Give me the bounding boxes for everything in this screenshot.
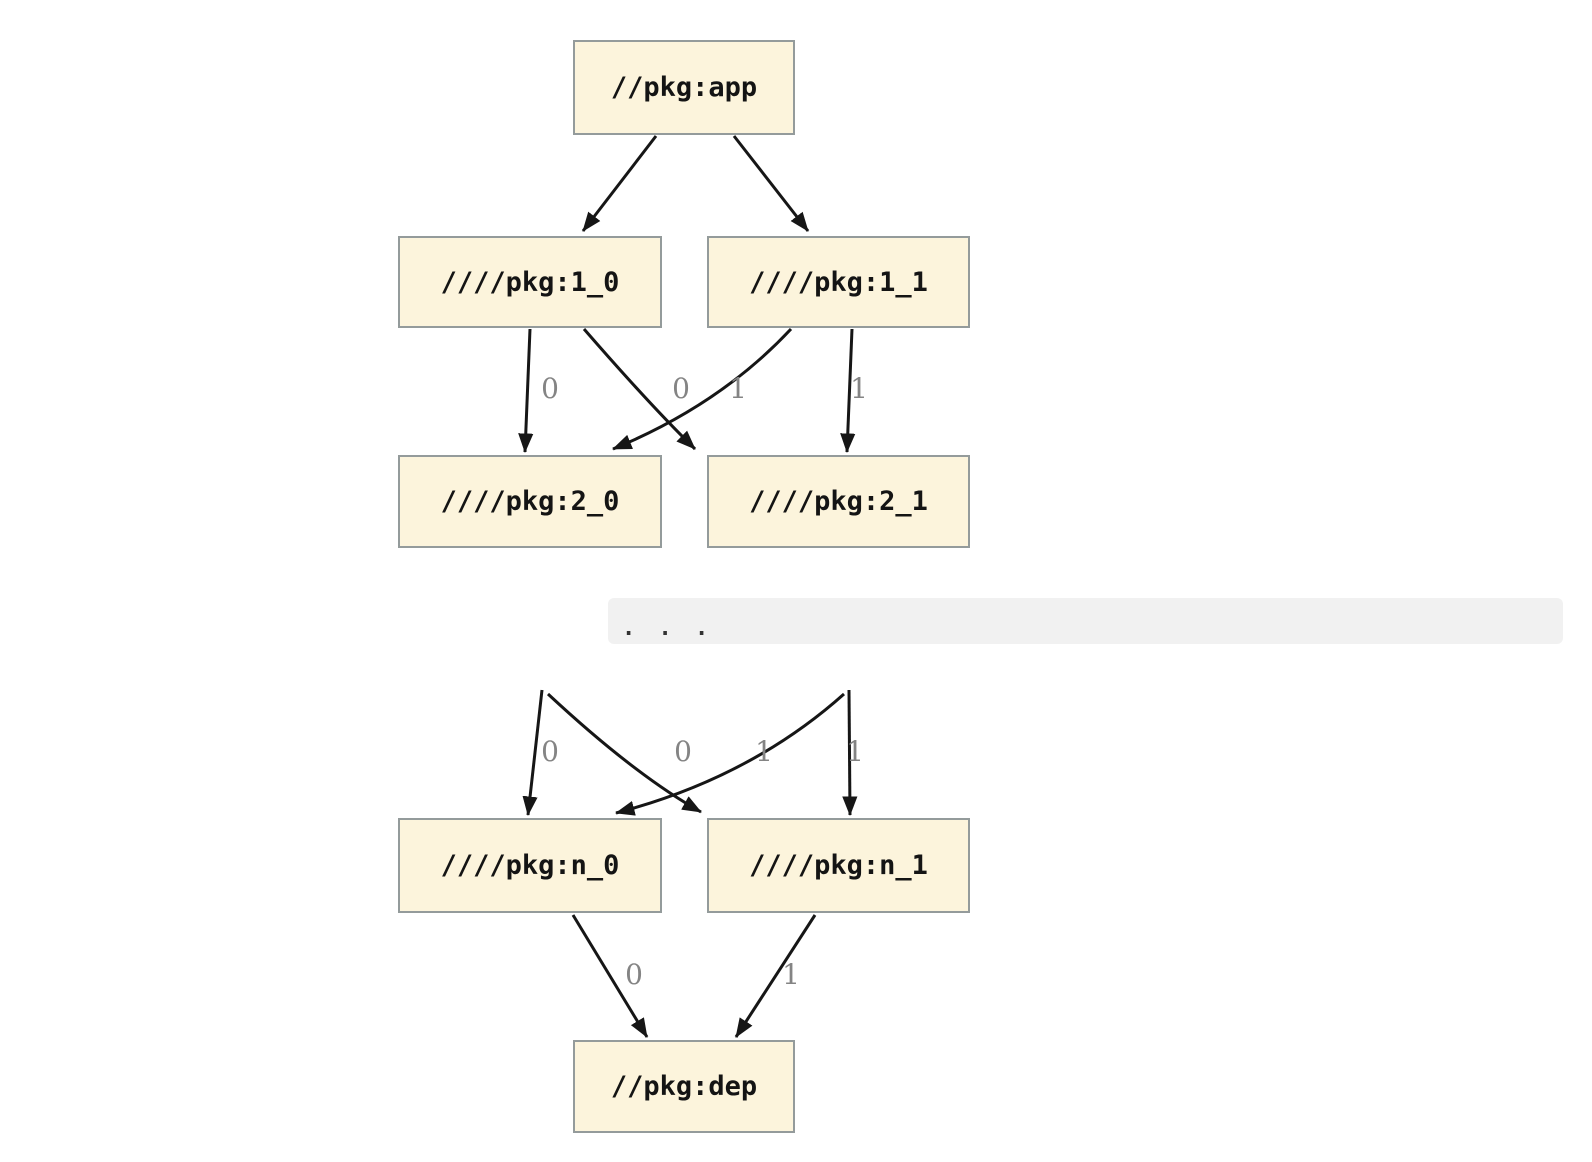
edge-label-prev_1-n_1: 1 — [846, 735, 864, 768]
node-pkg-app: //pkg:app — [573, 40, 795, 135]
edge-label-prev_1-n_0: 1 — [755, 735, 773, 768]
edge-1_1-to-2_0 — [612, 327, 793, 451]
edge-label-prev_0-n_1: 0 — [674, 735, 692, 768]
edge-label-1_0-2_1: 0 — [672, 372, 690, 405]
edge-label-prev_0-n_0: 0 — [541, 735, 559, 768]
node-pkg-2_1: ////pkg:2_1 — [707, 455, 970, 548]
node-pkg-n_1: ////pkg:n_1 — [707, 818, 970, 913]
node-pkg-1_1: ////pkg:1_1 — [707, 236, 970, 328]
edge-app-to-1_0 — [581, 135, 658, 232]
edge-n_0-to-dep — [571, 914, 649, 1038]
edge-label-1_1-2_1: 1 — [850, 372, 868, 405]
edge-n_1-to-dep — [734, 914, 817, 1038]
edge-prev_0-to-n_1 — [546, 692, 702, 814]
edge-prev_1-to-n_0 — [615, 692, 845, 816]
edge-label-n_0-dep: 0 — [625, 958, 643, 991]
ellipsis-text: . . . — [622, 616, 714, 641]
edge-label-1_0-2_0: 0 — [541, 372, 559, 405]
edge-prev_1-to-n_1 — [842, 689, 858, 816]
ellipsis-band: . . . — [608, 598, 1563, 644]
edge-1_0-to-2_0 — [518, 328, 534, 453]
edge-label-1_1-2_0: 1 — [729, 372, 747, 405]
node-pkg-dep: //pkg:dep — [573, 1040, 795, 1133]
edge-1_0-to-2_1 — [582, 328, 697, 451]
node-pkg-2_0: ////pkg:2_0 — [398, 455, 662, 548]
node-pkg-n_0: ////pkg:n_0 — [398, 818, 662, 913]
node-pkg-1_0: ////pkg:1_0 — [398, 236, 662, 328]
edge-1_1-to-2_1 — [840, 328, 856, 453]
edge-prev_0-to-n_0 — [522, 689, 544, 816]
edge-label-n_1-dep: 1 — [782, 958, 800, 991]
edge-app-to-1_1 — [732, 135, 810, 232]
